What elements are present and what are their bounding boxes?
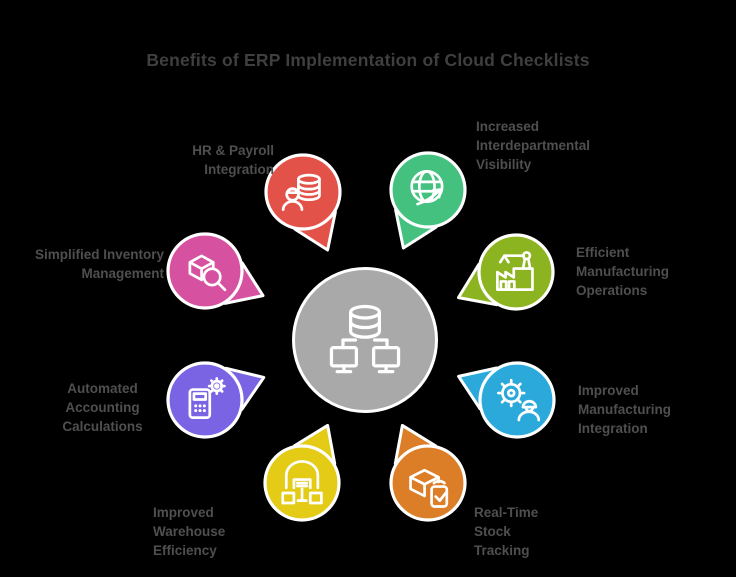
label-manufacturing-operations: Efficient Manufacturing Operations bbox=[576, 245, 669, 298]
node-inventory-management bbox=[130, 196, 280, 346]
worker-database-icon bbox=[281, 173, 321, 211]
box-delivery-icon bbox=[409, 468, 449, 508]
center-hub-graphic bbox=[329, 304, 401, 374]
box-search-icon bbox=[188, 254, 227, 292]
center-hub bbox=[292, 267, 438, 413]
node-manufacturing-operations bbox=[441, 197, 591, 347]
node-real-time-stock-tracking bbox=[353, 408, 503, 558]
balloon-shape bbox=[389, 423, 467, 522]
node-warehouse-efficiency bbox=[227, 408, 377, 558]
balloon-shape bbox=[166, 232, 265, 310]
label-hr-payroll-integration: HR & Payroll Integration bbox=[192, 143, 274, 177]
balloon-shape bbox=[264, 153, 342, 252]
balloon-shape bbox=[389, 151, 467, 250]
label-manufacturing-integration: Improved Manufacturing Integration bbox=[578, 383, 671, 436]
label-real-time-stock-tracking: Real-Time Stock Tracking bbox=[474, 505, 539, 558]
node-hr-payroll-integration bbox=[228, 117, 378, 267]
label-automated-accounting: Automated Accounting Calculations bbox=[62, 381, 143, 434]
factory-icon bbox=[496, 251, 534, 291]
node-automated-accounting bbox=[130, 325, 280, 475]
database-network-icon bbox=[329, 304, 401, 374]
balloon-shape bbox=[456, 233, 555, 311]
globe-arrow-icon bbox=[410, 170, 444, 206]
gear-engineer-icon bbox=[497, 378, 541, 422]
label-inventory-management: Simplified Inventory Management bbox=[34, 247, 164, 281]
balloon-shape bbox=[166, 361, 266, 439]
label-warehouse-efficiency: Improved Warehouse Efficiency bbox=[153, 505, 226, 558]
node-manufacturing-integration bbox=[442, 325, 592, 475]
balloon-shape bbox=[263, 423, 341, 522]
calculator-gear-icon bbox=[188, 377, 226, 419]
diagram-title: Benefits of ERP Implementation of Cloud … bbox=[146, 50, 590, 70]
node-interdepartmental-visibility bbox=[353, 115, 503, 265]
warehouse-icon bbox=[281, 460, 323, 505]
balloon-shape bbox=[457, 361, 556, 439]
label-interdepartmental-visibility: Increased Interdepartmental Visibility bbox=[476, 119, 591, 172]
